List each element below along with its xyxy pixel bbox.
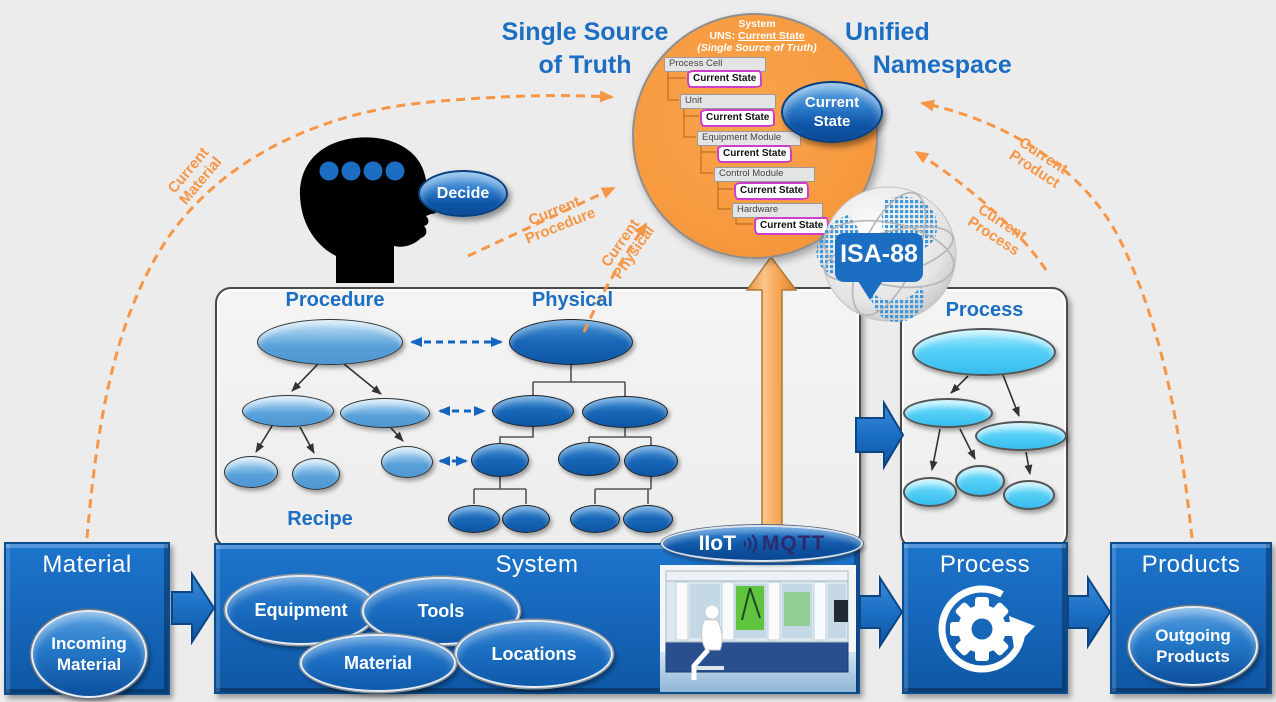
mqtt-label: MQTT — [761, 531, 826, 555]
system-to-process-arrow — [859, 574, 904, 650]
incoming-material-label: Incoming Material — [51, 634, 127, 674]
thought-dots-icon — [319, 161, 405, 181]
iiot-mqtt-bubble: IIoT MQTT — [661, 525, 863, 562]
system-ellipse-locations: Locations — [455, 620, 613, 688]
uns-prefix: UNS: — [709, 30, 739, 42]
level-unit: Unit — [680, 94, 776, 109]
iiot-label: IIoT — [698, 531, 736, 555]
equipment-label: Equipment — [254, 599, 348, 620]
physical-node — [558, 442, 620, 476]
physical-leaf-node — [502, 505, 550, 533]
level-state: Current State — [754, 217, 830, 235]
outgoing-products-label: Outgoing Products — [1155, 626, 1231, 666]
uns-subtitle: UNS: Current State — [634, 30, 880, 42]
physical-leaf-node — [448, 505, 500, 533]
uns-header: System UNS: Current State (Single Source… — [634, 18, 880, 54]
level-state: Current State — [717, 145, 793, 163]
procedure-leaf-node — [381, 446, 433, 478]
process-child-node — [975, 421, 1067, 451]
isa88-label: ISA-88 — [840, 240, 918, 268]
physical-node — [471, 443, 529, 477]
products-box-title: Products — [1141, 551, 1241, 578]
system-ellipse-equipment: Equipment — [225, 575, 377, 645]
procedure-child-node — [242, 395, 334, 427]
procedure-leaf-node — [292, 458, 340, 490]
level-state: Current State — [687, 70, 763, 88]
unified-namespace-title: Unified Namespace — [845, 18, 1012, 79]
current-procedure-label: Current Procedure — [522, 193, 598, 248]
process-leaf-node — [903, 477, 957, 507]
single-source-of-truth-title: Single Source of Truth — [501, 18, 669, 79]
physical-child-node — [582, 396, 668, 428]
process-root-node — [912, 328, 1056, 376]
physical-leaf-node — [570, 505, 620, 533]
model-to-process-arrow — [855, 399, 905, 471]
uns-tree-connectors — [667, 69, 753, 225]
uns-value: Current State — [738, 30, 805, 42]
procedure-leaf-node — [224, 456, 278, 488]
uns-note: (Single Source of Truth) — [697, 42, 817, 54]
decide-label: Decide — [436, 184, 490, 202]
thinker-head-icon — [299, 137, 438, 283]
physical-root-node — [509, 319, 633, 365]
uns-root-label: System — [738, 18, 776, 30]
procedure-root-node — [257, 319, 403, 365]
process-child-node — [903, 398, 993, 428]
procedure-child-node — [340, 398, 430, 428]
locations-label: Locations — [491, 643, 577, 664]
current-process-label: Current Process — [964, 200, 1030, 260]
current-state-bubble: Current State — [781, 81, 883, 143]
signal-icon — [742, 533, 758, 554]
process-leaf-node — [1003, 480, 1055, 510]
physical-child-node — [492, 395, 574, 427]
process-panel-title: Process — [945, 299, 1024, 321]
process-leaf-node — [955, 465, 1005, 497]
level-state: Current State — [734, 182, 810, 200]
physical-title: Physical — [531, 289, 614, 311]
material-resource-label: Material — [343, 652, 413, 673]
process-box-title: Process — [939, 551, 1031, 578]
decide-bubble: Decide — [418, 170, 508, 217]
level-equipment-module: Equipment Module — [697, 131, 801, 146]
system-box-title: System — [495, 551, 579, 578]
physical-leaf-node — [623, 505, 673, 533]
procedure-title: Procedure — [285, 289, 385, 311]
material-box-title: Material — [42, 551, 132, 578]
material-to-system-arrow — [171, 570, 216, 646]
system-ellipse-material: Material — [300, 634, 456, 692]
level-hardware: Hardware — [732, 203, 823, 218]
current-product-label: Current Product — [1006, 133, 1071, 192]
current-material-label: Current Material — [164, 144, 226, 209]
incoming-material-bubble: Incoming Material — [31, 610, 147, 698]
tools-label: Tools — [417, 600, 465, 621]
recipe-label: Recipe — [287, 508, 353, 530]
physical-node — [624, 445, 678, 477]
level-control-module: Control Module — [714, 167, 815, 182]
level-state: Current State — [700, 109, 776, 127]
outgoing-products-bubble: Outgoing Products — [1128, 606, 1258, 686]
current-state-label: Current State — [804, 94, 860, 130]
process-to-products-arrow — [1067, 574, 1112, 650]
